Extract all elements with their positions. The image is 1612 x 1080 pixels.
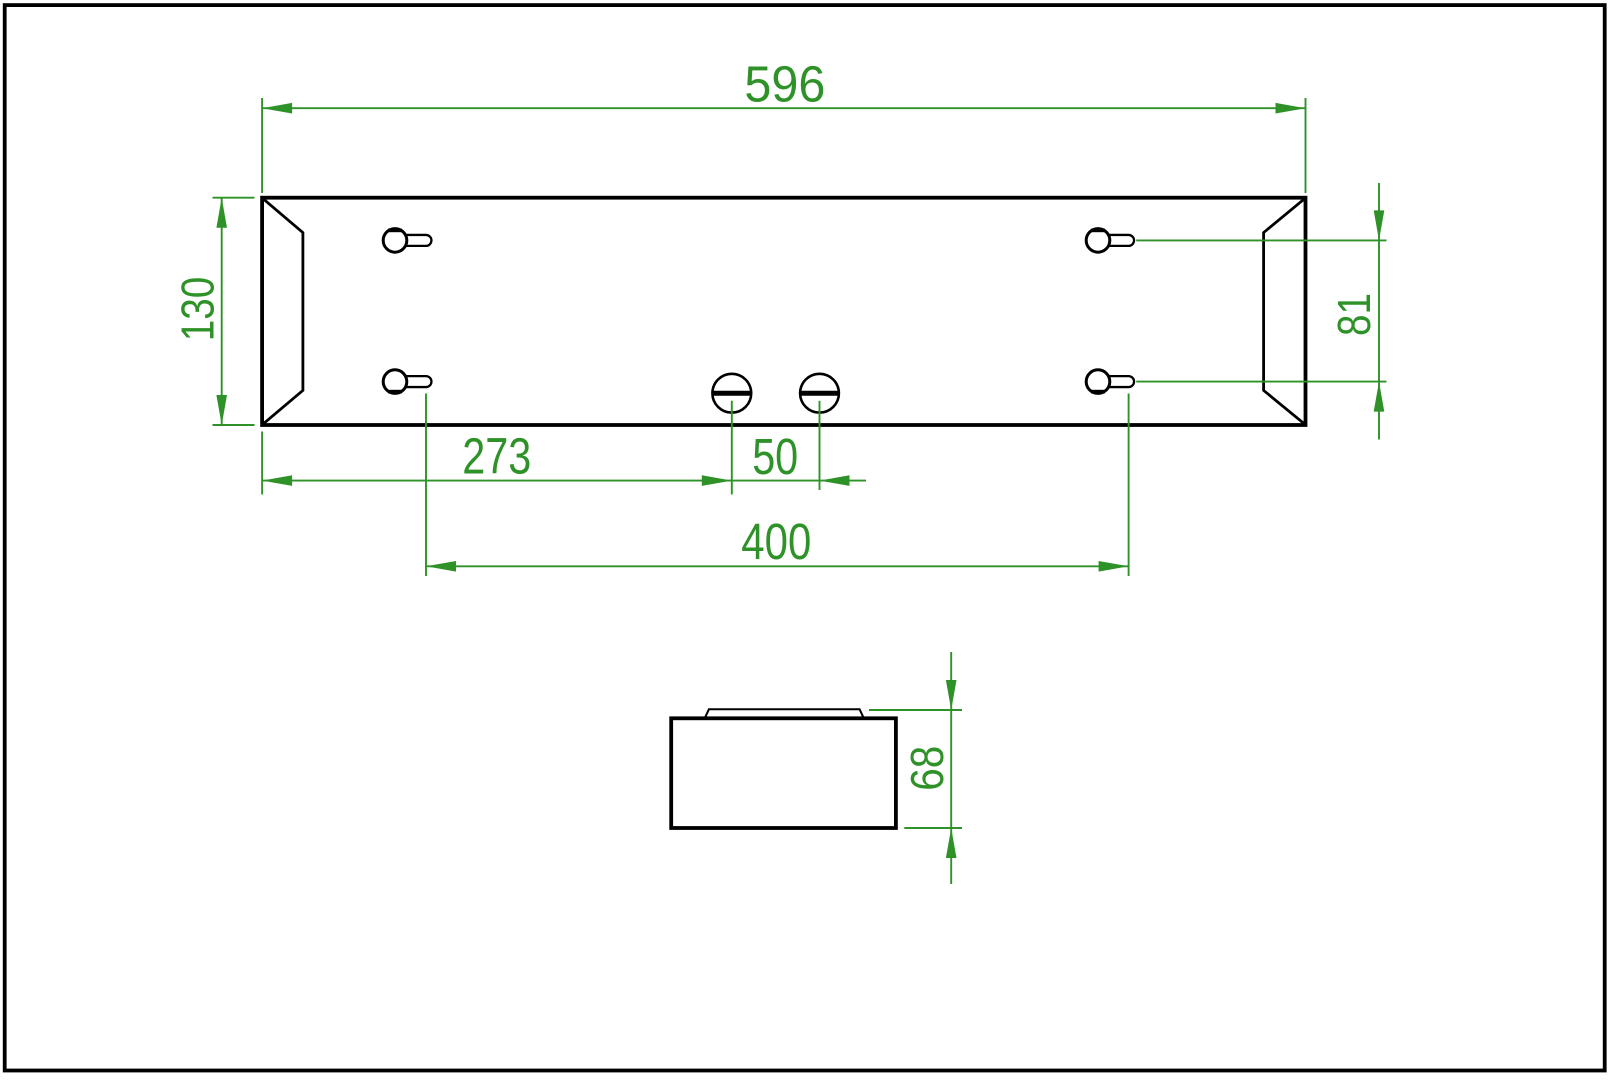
svg-text:68: 68 — [901, 746, 953, 791]
svg-text:81: 81 — [1328, 293, 1380, 336]
svg-text:596: 596 — [744, 56, 825, 113]
svg-text:50: 50 — [752, 428, 798, 485]
svg-text:273: 273 — [462, 428, 531, 485]
svg-text:400: 400 — [741, 513, 811, 570]
svg-text:130: 130 — [172, 277, 224, 342]
